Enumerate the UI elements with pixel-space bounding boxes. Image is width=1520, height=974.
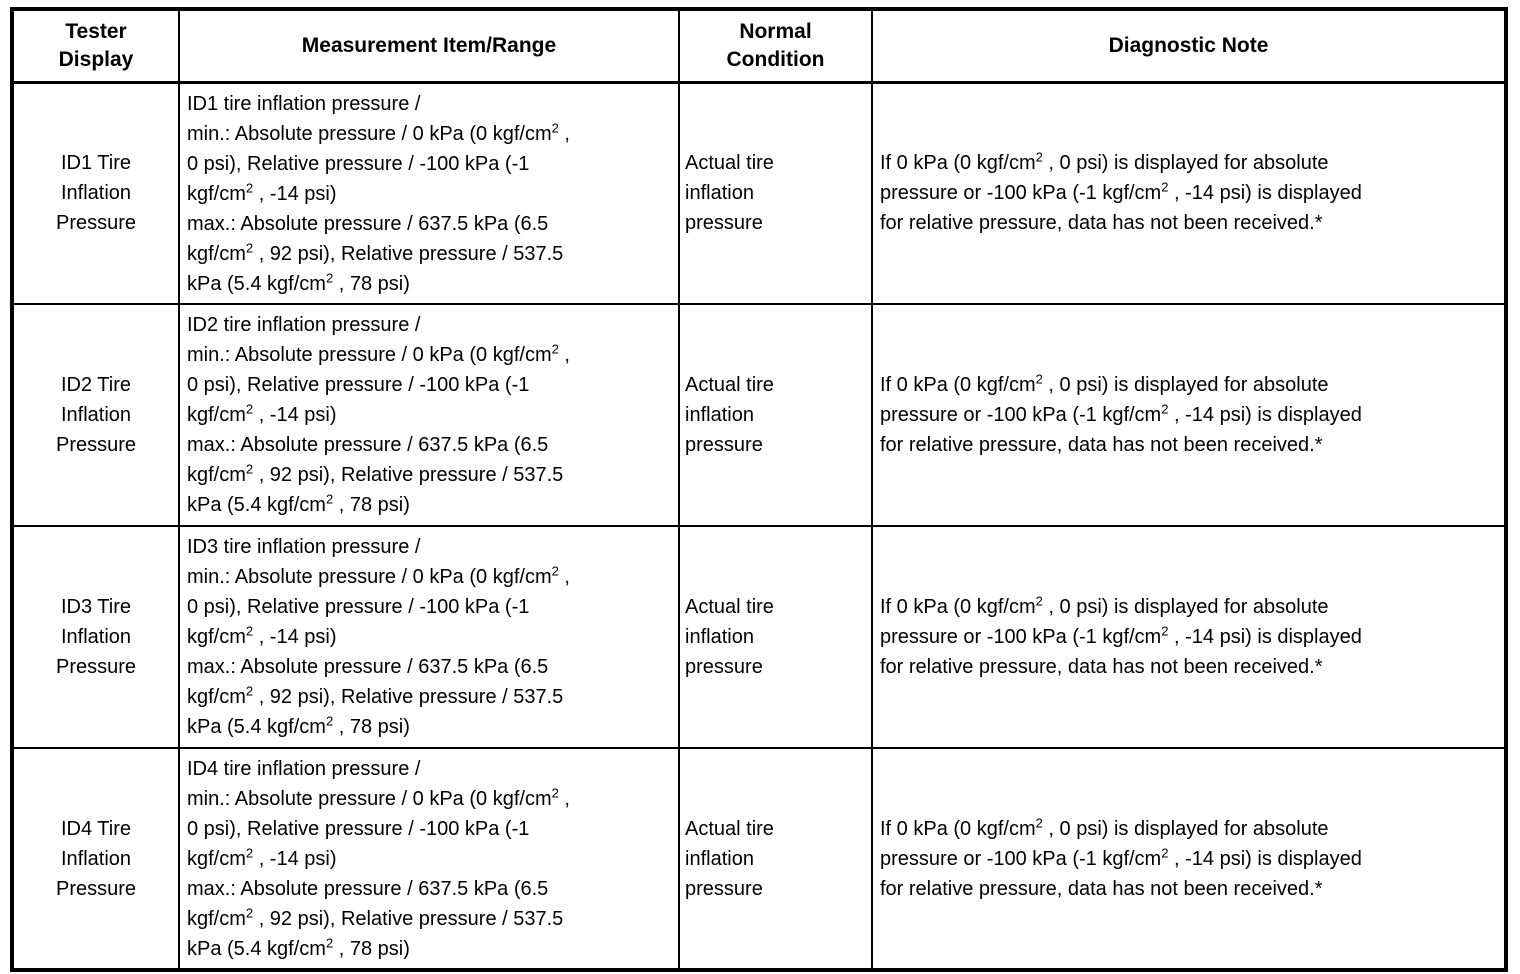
column-header-tester-display: Tester Display xyxy=(11,8,180,84)
table-row-id2: ID2 Tire Inflation Pressure ID2 tire inf… xyxy=(11,303,1507,527)
table-row-id3: ID3 Tire Inflation Pressure ID3 tire inf… xyxy=(11,525,1507,749)
normal-condition-cell: Actual tire inflation pressure xyxy=(678,525,873,749)
measurement-range-cell: ID2 tire inflation pressure / min.: Abso… xyxy=(178,303,680,527)
normal-condition-cell: Actual tire inflation pressure xyxy=(678,747,873,971)
measurement-range-cell: ID1 tire inflation pressure / min.: Abso… xyxy=(178,81,680,305)
normal-condition-cell: Actual tire inflation pressure xyxy=(678,81,873,305)
diagnostic-note-cell: If 0 kPa (0 kgf/cm2 , 0 psi) is displaye… xyxy=(871,525,1507,749)
measurement-range-cell: ID3 tire inflation pressure / min.: Abso… xyxy=(178,525,680,749)
tester-display-cell: ID1 Tire Inflation Pressure xyxy=(11,81,180,305)
table-row-id1: ID1 Tire Inflation Pressure ID1 tire inf… xyxy=(11,81,1507,305)
table-row-id4: ID4 Tire Inflation Pressure ID4 tire inf… xyxy=(11,747,1507,971)
diagnostic-note-cell: If 0 kPa (0 kgf/cm2 , 0 psi) is displaye… xyxy=(871,303,1507,527)
measurement-range-cell: ID4 tire inflation pressure / min.: Abso… xyxy=(178,747,680,971)
normal-condition-cell: Actual tire inflation pressure xyxy=(678,303,873,527)
column-header-measurement-item-range: Measurement Item/Range xyxy=(178,8,680,84)
diagnostic-note-cell: If 0 kPa (0 kgf/cm2 , 0 psi) is displaye… xyxy=(871,81,1507,305)
tester-display-cell: ID2 Tire Inflation Pressure xyxy=(11,303,180,527)
tester-display-cell: ID3 Tire Inflation Pressure xyxy=(11,525,180,749)
column-header-normal-condition: Normal Condition xyxy=(678,8,873,84)
diagnostic-data-table: Tester Display Measurement Item/Range No… xyxy=(10,7,1508,972)
header-row: Tester Display Measurement Item/Range No… xyxy=(11,8,1507,84)
column-header-diagnostic-note: Diagnostic Note xyxy=(871,8,1507,84)
tester-display-cell: ID4 Tire Inflation Pressure xyxy=(11,747,180,971)
diagnostic-note-cell: If 0 kPa (0 kgf/cm2 , 0 psi) is displaye… xyxy=(871,747,1507,971)
